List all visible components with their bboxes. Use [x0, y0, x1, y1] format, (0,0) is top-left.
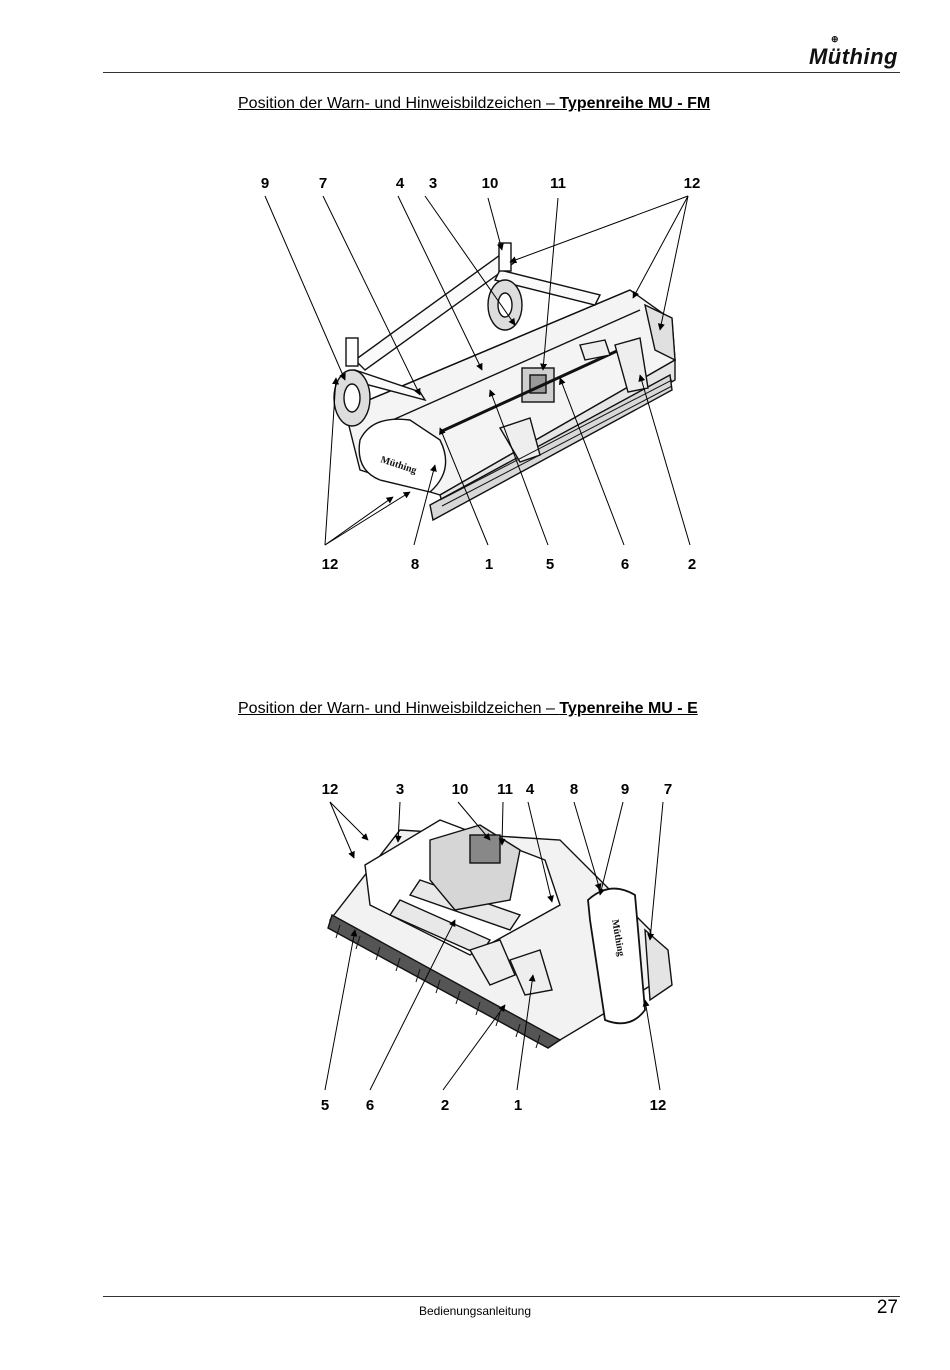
page-number: 27: [877, 1297, 898, 1319]
footer-rule: [103, 1296, 900, 1297]
footer-text: Bedienungsanleitung: [0, 1304, 950, 1318]
figure1-machine-drawing: [334, 243, 675, 520]
